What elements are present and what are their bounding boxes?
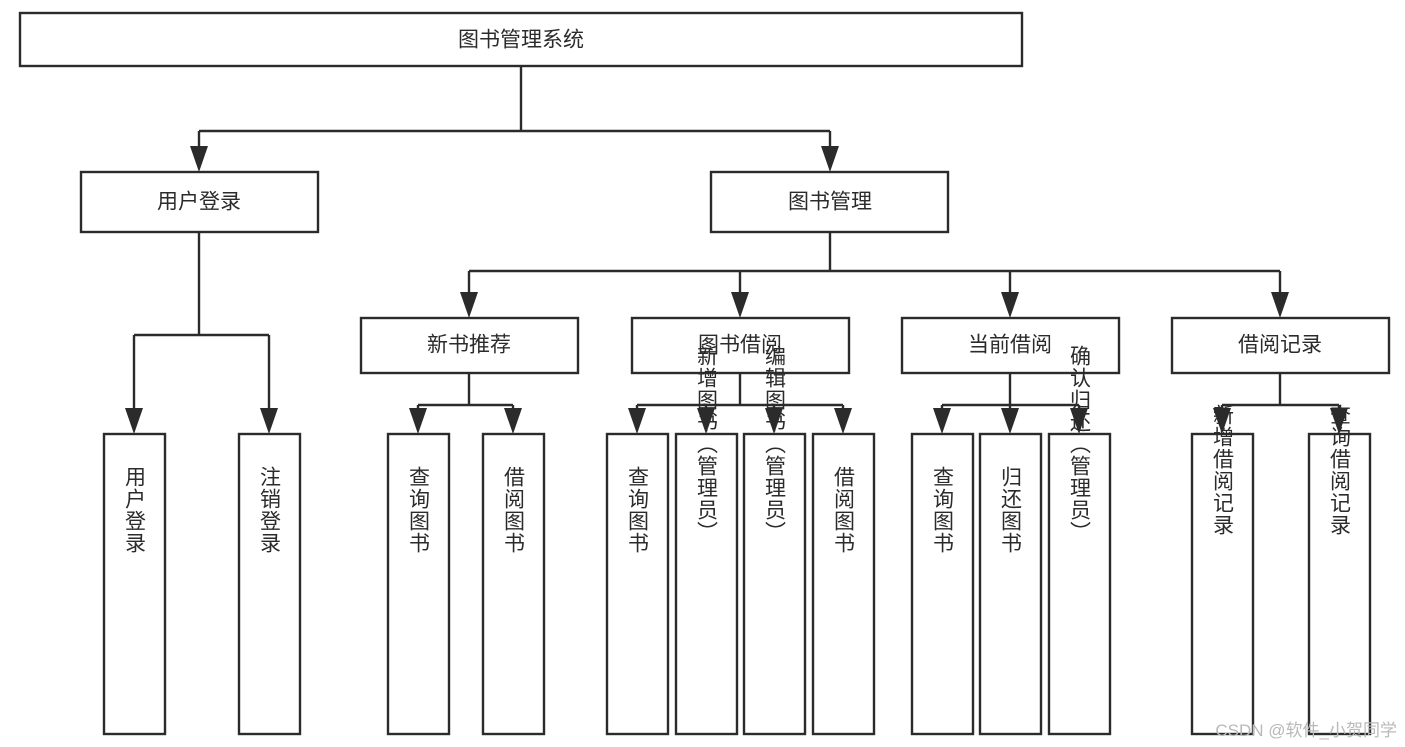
- node-user-login-box[interactable]: [79, 170, 320, 234]
- node-current-borrow[interactable]: 当前借阅: [900, 316, 1121, 375]
- arrow-head-icon: [125, 408, 143, 434]
- arrow-head-icon: [260, 408, 278, 434]
- leaf-user-login-box[interactable]: [102, 432, 167, 736]
- leaf-add-book-admin-label: 新增图书（管理员）: [695, 345, 719, 543]
- node-user-login-label: 用户登录: [157, 191, 241, 214]
- node-book-manage[interactable]: 图书管理: [709, 170, 950, 234]
- leaf-add-book-admin-box[interactable]: [674, 432, 739, 736]
- leaf-edit-book-admin-label: 编辑图书（管理员）: [763, 345, 787, 543]
- leaf-borrow-book-1-label: 借阅图书: [502, 466, 526, 554]
- leaf-node-add-book-admin[interactable]: 新增图书（管理员）: [674, 345, 739, 736]
- node-borrow-record-label: 借阅记录: [1238, 334, 1322, 357]
- leaf-borrow-book-2-label: 借阅图书: [832, 466, 856, 554]
- node-new-book-recommend-box[interactable]: [359, 316, 580, 375]
- node-book-manage-label: 图书管理: [788, 191, 872, 214]
- connector-group-user-login: [125, 232, 278, 434]
- leaf-node-borrow-book-2[interactable]: 借阅图书: [811, 432, 876, 736]
- node-current-borrow-box[interactable]: [900, 316, 1121, 375]
- node-new-book-recommend-label: 新书推荐: [427, 334, 511, 357]
- arrow-head-icon: [1271, 292, 1289, 318]
- leaf-user-login-label: 用户登录: [123, 466, 147, 554]
- node-book-borrow-box[interactable]: [630, 316, 851, 375]
- node-borrow-record[interactable]: 借阅记录: [1170, 316, 1391, 375]
- leaf-node-user-login[interactable]: 用户登录: [102, 432, 167, 736]
- connector-group-root: [190, 66, 839, 172]
- connector-group-book-borrow: [628, 373, 852, 434]
- arrow-head-icon: [1330, 408, 1348, 434]
- leaf-logout-login-label: 注销登录: [258, 466, 282, 554]
- node-new-book-recommend[interactable]: 新书推荐: [359, 316, 580, 375]
- leaf-node-borrow-book-1[interactable]: 借阅图书: [481, 432, 546, 736]
- arrow-head-icon: [504, 408, 522, 434]
- leaf-node-edit-book-admin[interactable]: 编辑图书（管理员）: [742, 345, 807, 736]
- leaf-borrow-book-1-box[interactable]: [481, 432, 546, 736]
- node-book-borrow-label: 图书借阅: [698, 334, 782, 357]
- node-root[interactable]: 图书管理系统: [18, 11, 1024, 68]
- leaf-query-borrow-record-label: 查询借阅记录: [1328, 404, 1352, 536]
- leaf-return-book-label: 归还图书: [999, 466, 1023, 554]
- node-root-box[interactable]: [18, 11, 1024, 68]
- arrow-head-icon: [834, 408, 852, 434]
- leaf-query-book-2-label: 查询图书: [626, 466, 650, 554]
- leaf-query-book-1-box[interactable]: [386, 432, 451, 736]
- arrow-head-icon: [628, 408, 646, 434]
- arrow-head-icon: [1001, 408, 1019, 434]
- connector-group-new-book-recommend: [409, 373, 522, 434]
- leaf-query-book-2-box[interactable]: [605, 432, 670, 736]
- node-book-manage-box[interactable]: [709, 170, 950, 234]
- leaf-node-add-borrow-record[interactable]: 新增借阅记录: [1190, 404, 1255, 736]
- leaf-confirm-return-admin-box[interactable]: [1047, 432, 1112, 736]
- leaf-query-borrow-record-box[interactable]: [1307, 432, 1372, 736]
- arrow-head-icon: [821, 146, 839, 172]
- leaf-query-book-3-box[interactable]: [910, 432, 975, 736]
- arrow-head-icon: [697, 408, 715, 434]
- leaf-edit-book-admin-box[interactable]: [742, 432, 807, 736]
- leaf-add-borrow-record-box[interactable]: [1190, 432, 1255, 736]
- node-borrow-record-box[interactable]: [1170, 316, 1391, 375]
- arrow-head-icon: [460, 292, 478, 318]
- leaf-query-book-1-label: 查询图书: [407, 466, 431, 554]
- node-user-login[interactable]: 用户登录: [79, 170, 320, 234]
- leaf-query-book-3-label: 查询图书: [931, 466, 955, 554]
- leaf-node-logout-login[interactable]: 注销登录: [237, 432, 302, 736]
- leaf-node-return-book[interactable]: 归还图书: [978, 432, 1043, 736]
- leaf-confirm-return-admin-label: 确认归还（管理员）: [1068, 345, 1092, 543]
- arrow-head-icon: [409, 408, 427, 434]
- leaf-add-borrow-record-label: 新增借阅记录: [1211, 404, 1235, 536]
- connector-group-current-borrow: [933, 373, 1088, 434]
- node-book-borrow[interactable]: 图书借阅: [630, 316, 851, 375]
- leaf-borrow-book-2-box[interactable]: [811, 432, 876, 736]
- arrow-head-icon: [765, 408, 783, 434]
- arrow-head-icon: [1001, 292, 1019, 318]
- arrow-head-icon: [731, 292, 749, 318]
- leaf-logout-login-box[interactable]: [237, 432, 302, 736]
- arrow-head-icon: [190, 146, 208, 172]
- arrow-head-icon: [1213, 408, 1231, 434]
- leaf-node-query-book-1[interactable]: 查询图书: [386, 432, 451, 736]
- arrow-head-icon: [933, 408, 951, 434]
- leaf-node-query-borrow-record[interactable]: 查询借阅记录: [1307, 404, 1372, 736]
- node-root-label: 图书管理系统: [458, 29, 584, 52]
- connector-group-book-manage: [460, 232, 1289, 318]
- leaf-node-query-book-2[interactable]: 查询图书: [605, 432, 670, 736]
- leaf-return-book-box[interactable]: [978, 432, 1043, 736]
- leaf-node-query-book-3[interactable]: 查询图书: [910, 432, 975, 736]
- arrow-head-icon: [1070, 408, 1088, 434]
- node-current-borrow-label: 当前借阅: [968, 334, 1052, 357]
- leaf-node-confirm-return-admin[interactable]: 确认归还（管理员）: [1047, 345, 1112, 736]
- connector-group-borrow-record: [1213, 373, 1348, 434]
